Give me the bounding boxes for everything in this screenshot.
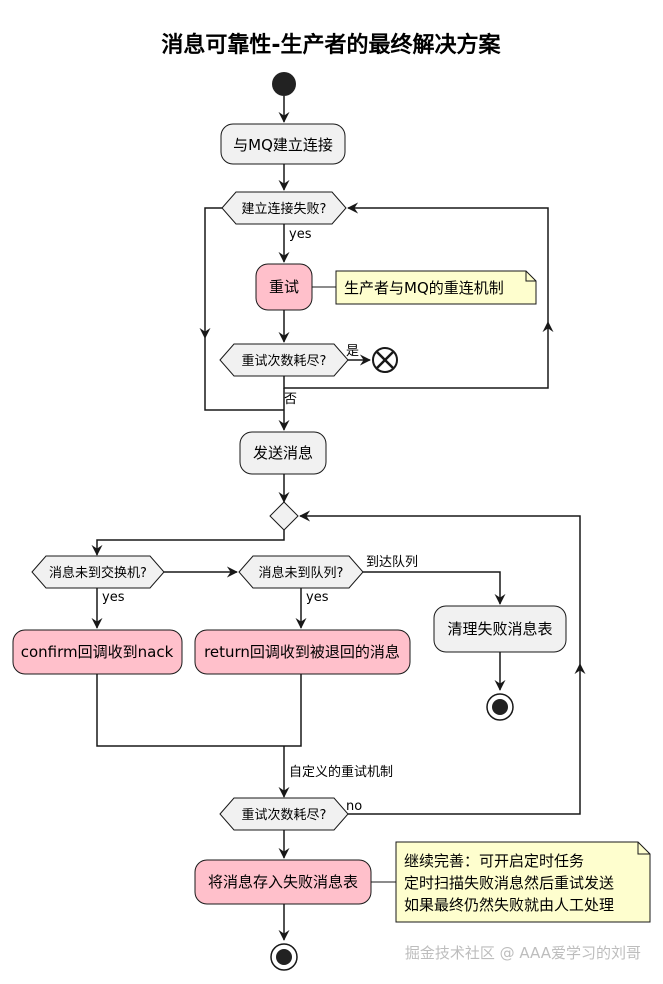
start-node [272,72,296,96]
end-node-inner [492,699,508,715]
retry-exhausted-label-1: 重试次数耗尽? [242,353,327,369]
yes-label-2: yes [102,590,125,605]
custom-retry-label: 自定义的重试机制 [289,764,393,780]
yes-cn-label: 是 [346,344,359,359]
no-label: no [346,799,362,814]
connect-mq-activity [220,123,346,165]
flow-arrow [91,530,285,556]
join-line [284,674,302,747]
reconnect-note [335,270,537,305]
yes-label-3: yes [306,590,329,605]
send-message-label: 发送消息 [253,444,313,462]
final-note-line-1: 继续完善：可开启定时任务 [404,852,584,870]
merge-line [204,338,284,411]
no-cn-label: 否 [284,392,297,407]
send-message-activity [239,431,327,475]
bypass-arrow [199,207,222,339]
connect-failed-label: 建立连接失败? [242,201,327,217]
final-note-line-2: 定时扫描失败消息然后重试发送 [404,874,614,892]
yes-label-1: yes [289,227,312,242]
end-node-inner [276,949,292,965]
not-to-queue-label: 消息未到队列? [259,565,344,581]
final-note-line-3: 如果最终仍然失败就由人工处理 [404,896,614,914]
connect-failed-decision [221,191,347,225]
merge-diamond [269,501,299,531]
return-callback-activity [194,629,411,675]
stop-cross [376,351,394,369]
note-fold [637,842,650,855]
retry-exhausted-label-2: 重试次数耗尽? [242,807,327,823]
reconnect-note-text: 生产者与MQ的重连机制 [344,279,504,297]
loop-arrow [283,321,554,389]
connect-mq-label: 与MQ建立连接 [233,136,333,154]
arrived-queue-label: 到达队列 [366,555,418,570]
clean-failed-table-label: 清理失败消息表 [447,620,552,638]
loop-arrow [348,663,586,815]
not-to-exchange-label: 消息未到交换机? [49,565,147,581]
retry-label: 重试 [269,278,299,296]
note-fold [525,271,536,282]
return-callback-label: return回调收到被退回的消息 [204,643,400,661]
diagram-title: 消息可靠性-生产者的最终解决方案 [161,32,501,58]
final-note [395,841,651,923]
save-failed-table-label: 将消息存入失败消息表 [208,873,358,891]
join-line [96,674,284,747]
flow-arrow [363,571,506,605]
loop-arrow [299,510,581,664]
confirm-nack-label: confirm回调收到nack [21,643,174,661]
watermark: 掘金技术社区 @ AAA爱学习的刘哥 [405,944,641,962]
loop-arrow [347,202,549,322]
